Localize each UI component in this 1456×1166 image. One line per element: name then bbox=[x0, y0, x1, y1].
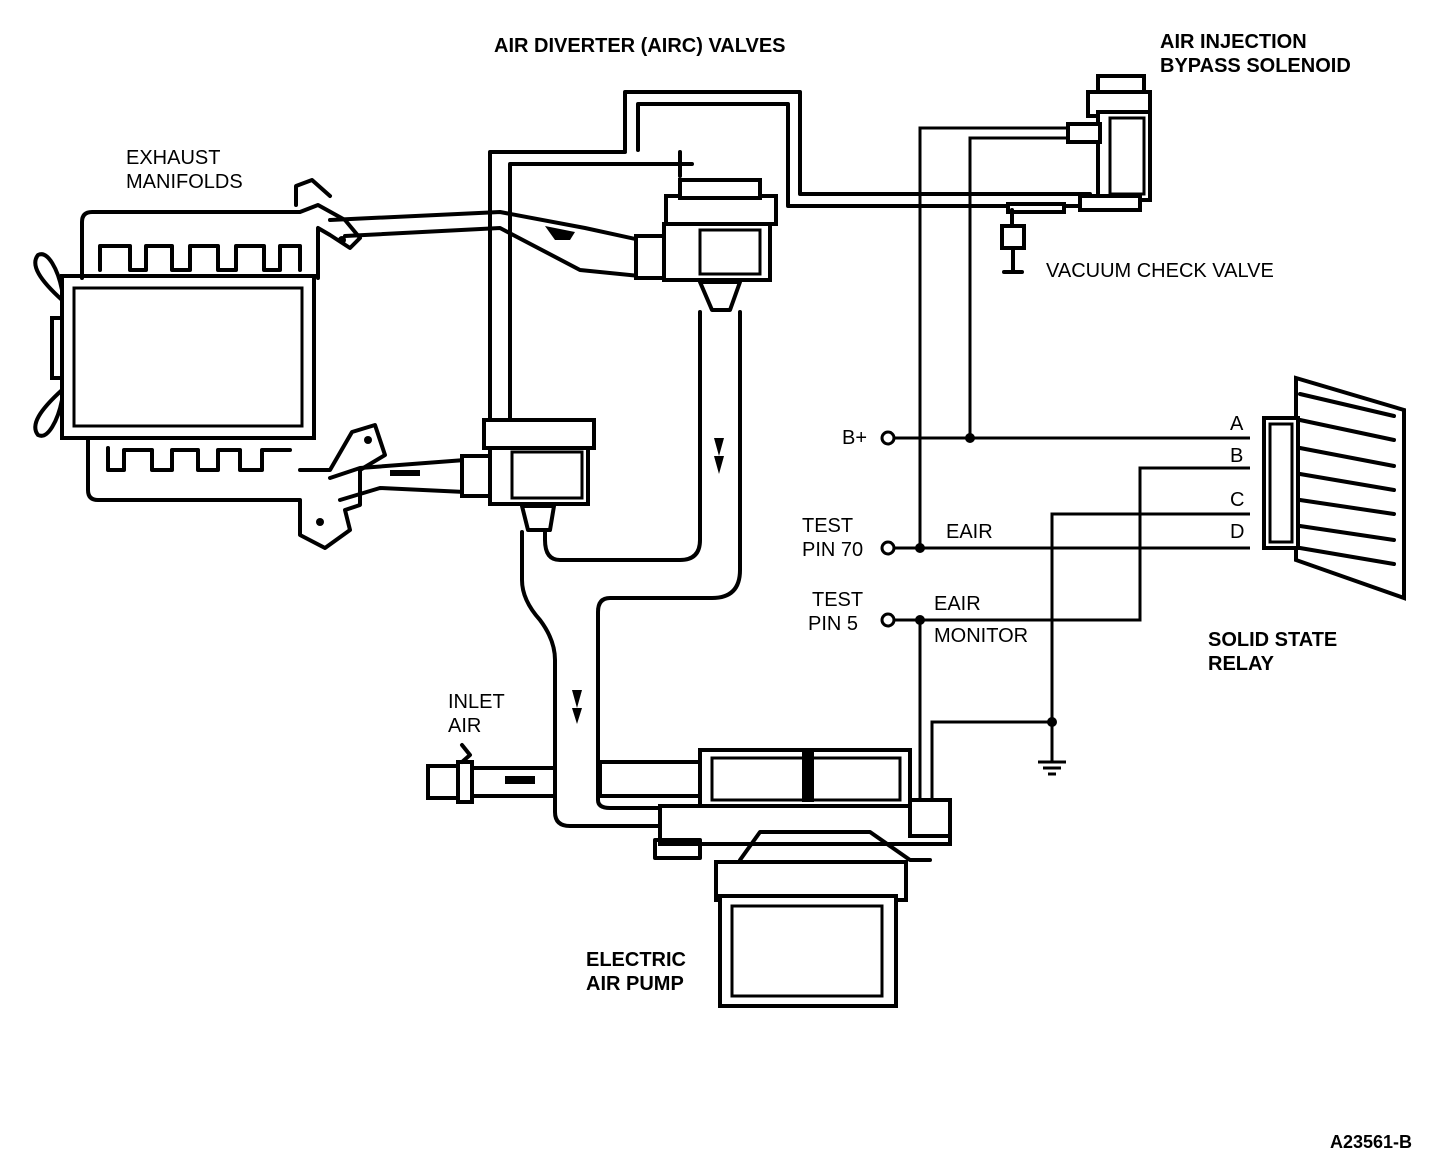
air-injection-bypass-solenoid bbox=[1006, 74, 1152, 214]
eair-label: EAIR bbox=[946, 521, 993, 543]
electric-air-pump-label-line1: ELECTRIC bbox=[586, 949, 686, 971]
relay-pin-d-label: D bbox=[1230, 521, 1244, 543]
exhaust-manifolds-label-line2: MANIFOLDS bbox=[126, 171, 243, 193]
engine-block bbox=[60, 274, 316, 440]
upper-exhaust-hose bbox=[328, 210, 668, 280]
bypass-solenoid-label-line1: AIR INJECTION bbox=[1160, 31, 1307, 53]
engine bbox=[33, 252, 316, 440]
inlet-air-label-line2: AIR bbox=[448, 715, 481, 737]
test-pin-70-label-line2: PIN 70 bbox=[802, 539, 863, 561]
lower-exhaust-hose bbox=[328, 454, 492, 502]
test-pin-5-label-line2: PIN 5 bbox=[808, 613, 858, 635]
vacuum-lines bbox=[488, 90, 1092, 420]
vacuum-check-valve bbox=[1000, 208, 1026, 274]
figure-code-label: A23561-B bbox=[1330, 1132, 1412, 1152]
relay-pin-c-label: C bbox=[1230, 489, 1244, 511]
exhaust-manifold-upper bbox=[80, 178, 362, 280]
inlet-air-pipe bbox=[426, 743, 557, 804]
bypass-solenoid-label-line2: BYPASS SOLENOID bbox=[1160, 55, 1351, 77]
airc-valve-lower bbox=[482, 418, 596, 532]
eair-monitor-label-line2: MONITOR bbox=[934, 625, 1028, 647]
electric-air-pump bbox=[598, 748, 952, 1008]
solid-state-relay-label-line1: SOLID STATE bbox=[1208, 629, 1337, 651]
relay-pin-b-label: B bbox=[1230, 445, 1243, 467]
electric-air-pump-label-line2: AIR PUMP bbox=[586, 973, 684, 995]
b-plus-label: B+ bbox=[842, 427, 867, 449]
eair-monitor-label-line1: EAIR bbox=[934, 593, 981, 615]
relay-pin-a-label: A bbox=[1230, 413, 1244, 435]
inlet-air-label-line1: INLET bbox=[448, 691, 505, 713]
test-pin-5-label-line1: TEST bbox=[812, 589, 863, 611]
test-pin-70-label-line1: TEST bbox=[802, 515, 853, 537]
airc-valve-upper bbox=[662, 178, 778, 312]
solid-state-relay bbox=[1262, 375, 1406, 601]
pump-supply-pipe-upper bbox=[543, 310, 742, 762]
exhaust-manifolds-label-line1: EXHAUST bbox=[126, 147, 220, 169]
airc-valves-label: AIR DIVERTER (AIRC) VALVES bbox=[494, 35, 786, 57]
exhaust-manifold-lower bbox=[86, 423, 387, 550]
pump-supply-pipe-lower bbox=[520, 530, 662, 828]
wiring bbox=[880, 126, 1250, 800]
vacuum-check-valve-label: VACUUM CHECK VALVE bbox=[1046, 260, 1274, 282]
solid-state-relay-label-line2: RELAY bbox=[1208, 653, 1275, 675]
engine-block-inner bbox=[72, 286, 304, 428]
